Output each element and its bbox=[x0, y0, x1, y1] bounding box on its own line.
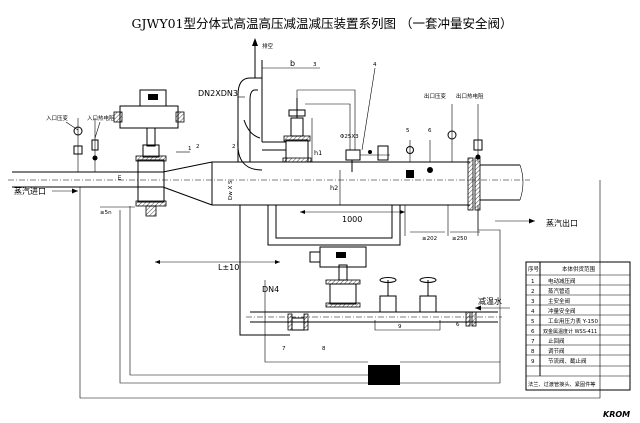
legend-row-name: 止回阀 bbox=[548, 337, 565, 345]
callout-4: 4 bbox=[373, 62, 377, 68]
dn2xdn3-label: DN2XDN3 bbox=[198, 89, 238, 98]
callout-6b: 6 bbox=[456, 322, 460, 328]
dim-l: L±10 bbox=[218, 263, 239, 272]
legend-header-name: 本体供货范围 bbox=[562, 265, 596, 273]
dim-250: ≥250 bbox=[452, 236, 468, 242]
legend-row-name: 节流阀、截止阀 bbox=[548, 357, 587, 365]
legend-row-name: 双金属温度计 WSS-411 bbox=[543, 328, 597, 335]
callout-6a: 6 bbox=[428, 128, 432, 134]
dim-202: ≥202 bbox=[422, 236, 437, 242]
legend-row-no: 1 bbox=[531, 279, 535, 285]
callout-2a: 2 bbox=[196, 144, 200, 150]
legend-row-name: 蒸汽管道 bbox=[548, 287, 571, 295]
phi25x3-label: Φ25X3 bbox=[340, 134, 359, 140]
legend-row-no: 6 bbox=[531, 329, 535, 335]
desuper-water-label: 减温水 bbox=[478, 296, 502, 306]
legend-row-no: 7 bbox=[531, 339, 535, 345]
callout-2b: 2 bbox=[232, 144, 236, 150]
dim-h2: h2 bbox=[330, 184, 338, 192]
legend-row-no: 3 bbox=[531, 299, 535, 305]
safety-exhaust-line bbox=[237, 38, 263, 171]
legend-row-no: 2 bbox=[531, 289, 535, 295]
inlet-instruments bbox=[73, 118, 99, 172]
steam-inlet-label: 蒸汽进口 bbox=[14, 186, 46, 196]
legend-header-no: 序号 bbox=[528, 265, 540, 273]
legend-row-name: 主安全阀 bbox=[548, 297, 570, 305]
legend-row-no: 9 bbox=[531, 359, 535, 365]
water-line bbox=[79, 180, 601, 399]
legend-table: 序号 本体供货范围 1 电动减压阀 2 蒸汽管道 3 主安全阀 4 冲量安全阀 … bbox=[525, 261, 631, 391]
main-steam-pipe bbox=[8, 157, 530, 211]
outlet-instruments bbox=[406, 104, 483, 178]
inlet-thermo-label: 入口热电阻 bbox=[87, 114, 115, 122]
callout-9: 9 bbox=[398, 324, 402, 330]
brand-mark: KROM bbox=[603, 410, 630, 419]
main-safety-valve bbox=[262, 98, 312, 163]
outlet-pressure-label: 出口压变 bbox=[424, 92, 447, 100]
callout-5: 5 bbox=[406, 128, 410, 134]
diagram-title: GJWY01型分体式高温高压减温减压装置系列图 （一套冲量安全阀） bbox=[132, 16, 513, 31]
dn4-label: DN4 bbox=[262, 285, 279, 294]
inlet-pressure-label: 入口压变 bbox=[46, 114, 69, 122]
outlet-thermo-label: 出口热电阻 bbox=[456, 92, 484, 100]
legend-row-name: 冲量安全阀 bbox=[548, 307, 576, 315]
callout-1: 1 bbox=[188, 146, 192, 152]
exhaust-label: 排空 bbox=[262, 42, 274, 50]
dim-b: b bbox=[290, 59, 295, 68]
dim-m: m bbox=[117, 175, 123, 180]
callout-8: 8 bbox=[322, 346, 326, 352]
dim-dw: Dw X S bbox=[228, 180, 234, 200]
callout-7: 7 bbox=[282, 346, 286, 352]
callouts: 1 2 2 3 4 5 6 7 8 9 6 bbox=[176, 62, 460, 352]
steam-outlet-label: 蒸汽出口 bbox=[546, 218, 578, 228]
legend-row-name: 调节阀 bbox=[548, 347, 565, 355]
electric-reducing-valve bbox=[113, 89, 185, 217]
dimensions: b h1 h2 Dw X S m 1000 L±10 ≥5n ≥202 ≥250 bbox=[100, 59, 480, 272]
dim-5n: ≥5n bbox=[100, 210, 112, 216]
legend-row-no: 8 bbox=[531, 349, 535, 355]
impulse-safety-valve bbox=[296, 89, 390, 172]
legend-row-no: 4 bbox=[531, 309, 535, 315]
dim-1000: 1000 bbox=[342, 215, 362, 224]
dim-h1: h1 bbox=[314, 149, 322, 157]
legend-row-no: 5 bbox=[531, 319, 535, 325]
legend-row-name: 电动减压阀 bbox=[548, 277, 576, 285]
legend-row-name: 工业用压力表 Y-150 bbox=[548, 317, 598, 325]
callout-3: 3 bbox=[313, 62, 317, 68]
legend-footer: 法兰、过渡管接头、紧固件等 bbox=[528, 380, 595, 388]
